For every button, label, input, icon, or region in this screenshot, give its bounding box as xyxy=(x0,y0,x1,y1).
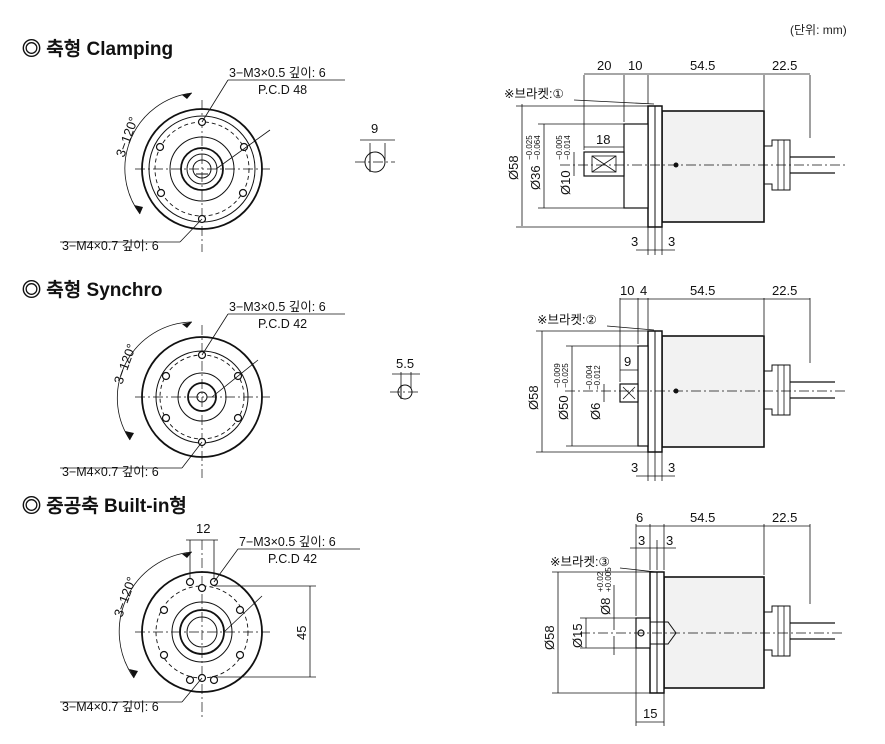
synchro-spigot-tol-lo: −0.025 xyxy=(561,363,570,388)
synchro-dim-10: 10 xyxy=(620,283,634,298)
builtin-front-view: 12 45 xyxy=(60,521,360,718)
clamping-flange-a: 3 xyxy=(631,234,638,249)
clamping-key-len: 18 xyxy=(596,132,610,147)
clamping-shaft-dia: Ø10 xyxy=(558,170,573,195)
builtin-dim-22: 22.5 xyxy=(772,510,797,525)
synchro-bracket: ※브라켓:② xyxy=(537,313,597,327)
clamping-shaft-flat: 9 xyxy=(371,121,378,136)
clamping-spigot-dia: Ø36 xyxy=(528,165,543,190)
clamping-shaft-tol-up: −0.005 xyxy=(555,135,564,160)
synchro-body-dia: Ø58 xyxy=(526,385,541,410)
section-title-builtin: ◎ 중공축 Built-in형 xyxy=(22,494,187,517)
builtin-tapped-mount: 3−M4×0.7 깊이: 6 xyxy=(62,700,159,714)
clamping-dim-54: 54.5 xyxy=(690,58,715,73)
synchro-key-len: 9 xyxy=(624,354,631,369)
builtin-hollow-tol-lo: +0.005 xyxy=(604,567,613,592)
synchro-dim-54: 54.5 xyxy=(690,283,715,298)
encoder-body xyxy=(661,110,765,223)
section-synchro: ◎ 축형 Synchro 3−120° 3−M3×0.5 xyxy=(22,278,845,481)
builtin-flange-b: 3 xyxy=(666,533,673,548)
synchro-shaft-flat: 5.5 xyxy=(396,356,414,371)
clamping-dim-22: 22.5 xyxy=(772,58,797,73)
builtin-width-top: 12 xyxy=(196,521,210,536)
builtin-pcd: P.C.D 42 xyxy=(268,552,317,566)
section-title-synchro: ◎ 축형 Synchro xyxy=(22,278,163,301)
builtin-tapped-front: 7−M3×0.5 깊이: 6 xyxy=(239,535,336,549)
synchro-side-view: 10 4 54.5 22.5 9 ※브라켓:② Ø58 Ø50 −0.009 −… xyxy=(526,283,845,481)
clamping-body-dia: Ø58 xyxy=(506,155,521,180)
clamping-shaft-tol-lo: −0.014 xyxy=(563,135,572,160)
synchro-flange-b: 3 xyxy=(668,460,675,475)
synchro-shaft-tol-lo: −0.012 xyxy=(593,365,602,390)
clamping-pcd: P.C.D 48 xyxy=(258,83,307,97)
synchro-spigot-tol-up: −0.009 xyxy=(553,363,562,388)
builtin-body-dia: Ø58 xyxy=(542,625,557,650)
builtin-dim-6: 6 xyxy=(636,510,643,525)
synchro-angle-label: 3−120° xyxy=(111,342,139,386)
builtin-bore-len: 15 xyxy=(643,706,657,721)
synchro-dim-22: 22.5 xyxy=(772,283,797,298)
builtin-bore-dia: Ø15 xyxy=(570,623,585,648)
builtin-side-view: 6 54.5 22.5 3 3 ※브라켓:③ Ø58 Ø15 Ø8 +0.02 … xyxy=(542,510,845,726)
synchro-dim-4: 4 xyxy=(640,283,647,298)
synchro-flange-a: 3 xyxy=(631,460,638,475)
builtin-height: 45 xyxy=(294,626,309,640)
synchro-shaft-tol-up: −0.004 xyxy=(585,365,594,390)
clamping-side-view: 20 10 54.5 22.5 18 ※브라켓:① Ø58 Ø36 −0.025… xyxy=(504,58,845,255)
synchro-front-view: 3−120° 3−M3×0.5 깊이: 6 P.C.D 42 3−M4×0.7 … xyxy=(60,300,345,479)
synchro-tapped-mount: 3−M4×0.7 깊이: 6 xyxy=(62,465,159,479)
synchro-tapped-front: 3−M3×0.5 깊이: 6 xyxy=(229,300,326,314)
clamping-dim-20: 20 xyxy=(597,58,611,73)
clamping-dim-10: 10 xyxy=(628,58,642,73)
synchro-shaft-end: 5.5 xyxy=(390,356,420,400)
synchro-shaft-dia: Ø6 xyxy=(588,403,603,420)
clamping-flange-b: 3 xyxy=(668,234,675,249)
builtin-flange-a: 3 xyxy=(638,533,645,548)
clamping-angle-label: 3−120° xyxy=(113,115,141,159)
synchro-spigot-dia: Ø50 xyxy=(556,395,571,420)
builtin-hollow-tol-up: +0.02 xyxy=(596,571,605,592)
builtin-dim-54: 54.5 xyxy=(690,510,715,525)
clamping-spigot-tol-lo: −0.064 xyxy=(533,135,542,160)
clamping-bracket: ※브라켓:① xyxy=(504,87,564,101)
clamping-spigot-tol-up: −0.025 xyxy=(525,135,534,160)
builtin-hollow-dia: Ø8 xyxy=(598,598,613,615)
synchro-pcd: P.C.D 42 xyxy=(258,317,307,331)
clamping-tapped-mount: 3−M4×0.7 깊이: 6 xyxy=(62,239,159,253)
builtin-bracket: ※브라켓:③ xyxy=(550,555,610,569)
section-title-clamping: ◎ 축형 Clamping xyxy=(22,37,173,60)
clamping-shaft-end: 9 xyxy=(355,121,395,173)
clamping-tapped-front: 3−M3×0.5 깊이: 6 xyxy=(229,66,326,80)
section-clamping: ◎ 축형 Clamping xyxy=(22,37,845,255)
builtin-angle-label: 3−120° xyxy=(111,575,139,619)
section-builtin: ◎ 중공축 Built-in형 12 xyxy=(22,494,845,726)
clamping-front-view: 3−120° 3−M3×0.5 깊이: 6 P.C.D 48 3−M4×0.7 … xyxy=(60,66,345,253)
unit-note: (단위: mm) xyxy=(790,23,847,37)
